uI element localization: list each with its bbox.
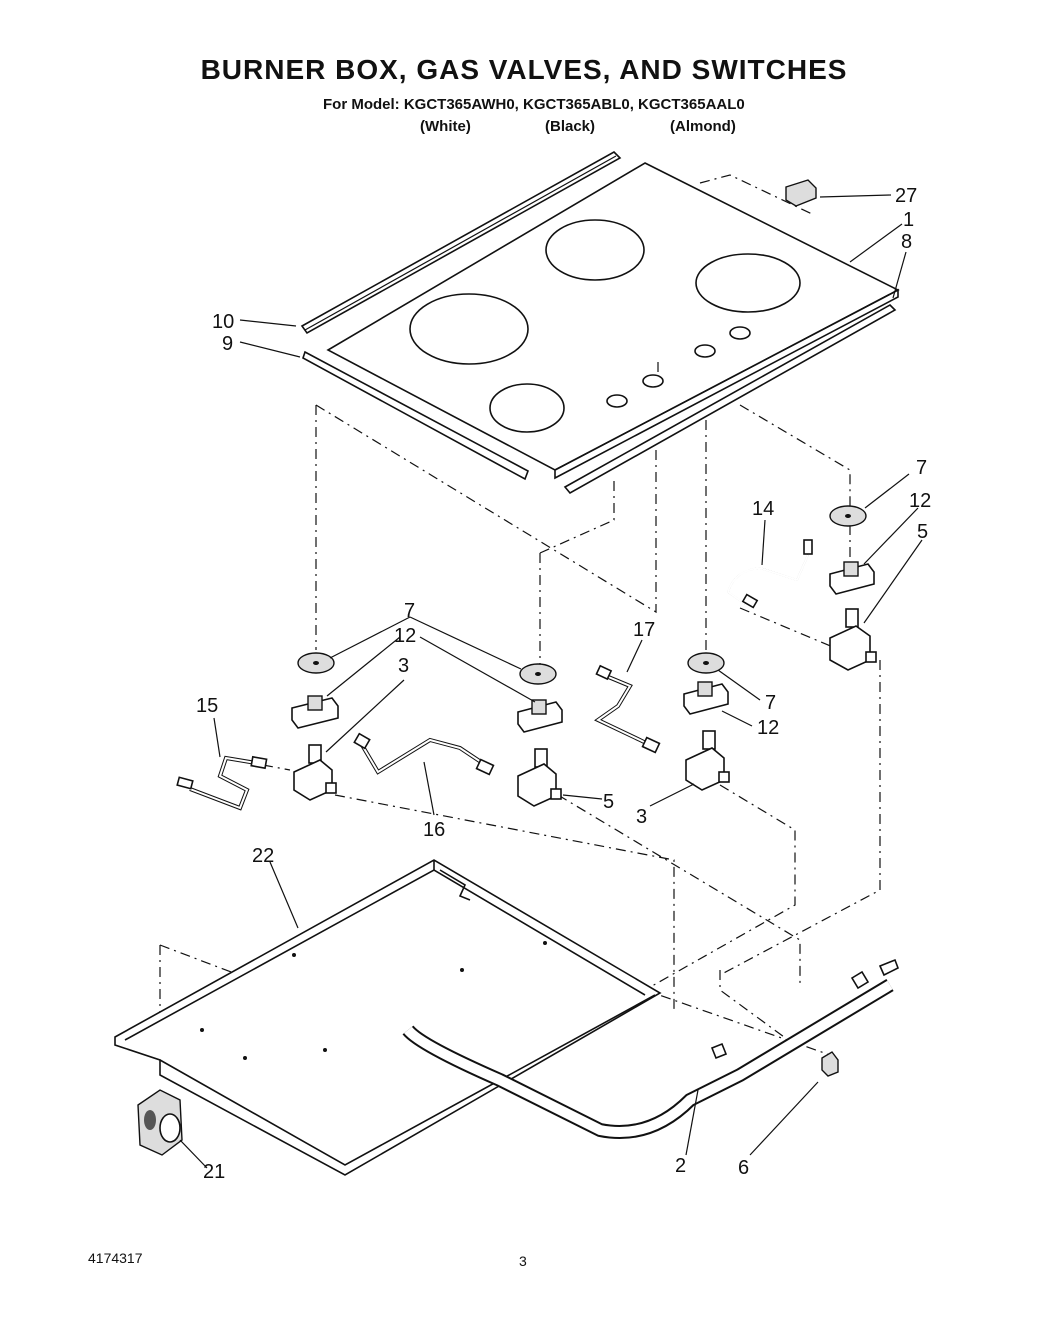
bracket-12-right — [683, 681, 729, 715]
callout-12-right: 12 — [757, 717, 779, 739]
burner-opening-right-front — [695, 253, 801, 313]
gas-valve-far-right — [829, 608, 877, 671]
callout-1: 1 — [903, 209, 914, 231]
burner-opening-right-rear — [545, 219, 645, 281]
callout-7-far-right: 7 — [916, 457, 927, 479]
color-almond: (Almond) — [670, 118, 736, 135]
trim-strip-9 — [302, 350, 529, 481]
callout-10: 10 — [212, 311, 234, 333]
callout-27: 27 — [895, 185, 917, 207]
callout-14: 14 — [752, 498, 774, 520]
callout-2: 2 — [675, 1155, 686, 1177]
burner-opening-left-front — [489, 383, 565, 433]
orifice-6 — [821, 1051, 839, 1077]
callout-5-mid: 5 — [603, 791, 614, 813]
manifold-pipe-2 — [402, 958, 900, 1139]
washer-7-mid — [519, 663, 557, 685]
trim-strip-8 — [563, 304, 897, 495]
callout-3-right: 3 — [636, 806, 647, 828]
bracket-12-left — [291, 695, 339, 729]
callout-7-right: 7 — [765, 692, 776, 714]
gas-valve-left — [293, 744, 337, 801]
model-line: For Model: KGCT365AWH0, KGCT365ABL0, KGC… — [323, 96, 745, 113]
callout-12-far-right: 12 — [909, 490, 931, 512]
tube-15 — [176, 755, 268, 811]
tube-14 — [726, 539, 813, 609]
callout-8: 8 — [901, 231, 912, 253]
callout-3-left: 3 — [398, 655, 409, 677]
callout-7-mid: 7 — [404, 600, 415, 622]
leader-lines — [179, 194, 923, 1169]
gas-valve-mid — [517, 748, 562, 807]
callout-21: 21 — [203, 1161, 225, 1183]
callout-6: 6 — [738, 1157, 749, 1179]
washer-7-far-right — [829, 505, 867, 527]
bracket-12-far-right — [829, 561, 875, 595]
callout-15: 15 — [196, 695, 218, 717]
trim-strip-10 — [300, 151, 622, 335]
callout-5-far-right: 5 — [917, 521, 928, 543]
page-number: 3 — [519, 1253, 527, 1269]
color-black: (Black) — [545, 118, 596, 135]
color-white: (White) — [420, 118, 471, 135]
tube-16 — [353, 732, 495, 776]
gas-valve-right — [685, 730, 730, 791]
callout-22: 22 — [252, 845, 274, 867]
switch-21 — [137, 1089, 183, 1156]
clip-27 — [785, 179, 817, 207]
burner-opening-left-rear — [409, 293, 529, 365]
tube-17 — [594, 664, 661, 754]
callout-16: 16 — [423, 819, 445, 841]
callout-12-mid: 12 — [394, 625, 416, 647]
bracket-12-mid — [517, 699, 563, 733]
washer-7-left — [297, 652, 335, 674]
callout-17: 17 — [633, 619, 655, 641]
callout-9: 9 — [222, 333, 233, 355]
document-number: 4174317 — [88, 1250, 143, 1266]
cooktop-top — [326, 162, 900, 480]
burner-box-22 — [114, 859, 662, 1176]
page-title: BURNER BOX, GAS VALVES, AND SWITCHES — [200, 54, 848, 85]
washer-7-right — [687, 652, 725, 674]
